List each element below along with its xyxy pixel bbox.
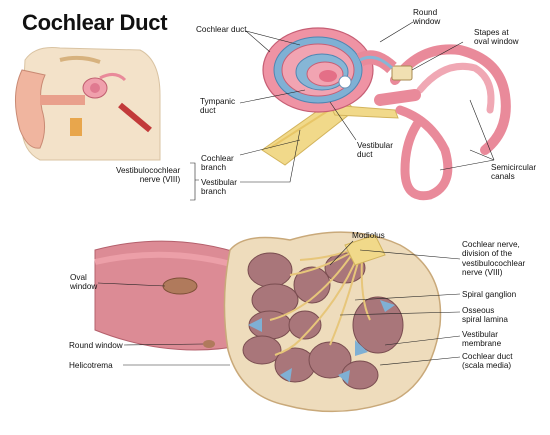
label-vestibulocochlear-nerve: Vestibulocochlear nerve (VIII) [116, 166, 181, 185]
label-tympanic-duct: Tympanic duct [200, 97, 236, 116]
nerve-fibers [269, 249, 371, 356]
oval-window-opening [162, 277, 198, 295]
stapes [391, 65, 413, 81]
label-osseous-spiral-lamina: Osseous spiral lamina [462, 306, 508, 325]
label-cochlear-branch: Cochlear branch [201, 154, 234, 173]
eustachian-tube [118, 102, 152, 133]
label-helicotrema: Helicotrema [69, 361, 113, 370]
label-modiolus: Modiolus [352, 231, 385, 240]
label-cochlear-duct-bottom: Cochlear duct (scala media) [462, 352, 513, 371]
ear-canal [40, 95, 85, 105]
semicircular-canal-2 [395, 105, 453, 201]
inset-bone [70, 118, 82, 136]
round-window-opening [203, 340, 215, 348]
label-stapes: Stapes at oval window [474, 28, 519, 47]
ear-inset [15, 47, 161, 161]
label-round-window-bottom: Round window [69, 341, 123, 350]
cochlea-cross-section [94, 231, 442, 413]
outer-ear-pinna [15, 69, 46, 149]
semicircular-canal-1 [390, 44, 511, 155]
modiolus-nerve [344, 234, 386, 266]
label-vestibular-duct: Vestibular duct [357, 141, 393, 160]
label-vestibular-branch: Vestibular branch [201, 178, 237, 197]
label-spiral-ganglion: Spiral ganglion [462, 290, 517, 299]
label-semicircular-canals: Semicircular canals [491, 163, 537, 182]
label-round-window-top: Round window [413, 8, 441, 27]
inner-ear-top [261, 27, 511, 201]
leader-lines [97, 21, 495, 366]
label-cochlear-nerve-division: Cochlear nerve, division of the vestibul… [462, 240, 526, 278]
round-window-top [338, 75, 352, 89]
diagram-title: Cochlear Duct [22, 10, 168, 35]
label-cochlear-duct-top: Cochlear duct [196, 25, 247, 34]
label-oval-window: Oval window [70, 273, 98, 292]
label-vestibular-membrane: Vestibular membrane [462, 330, 502, 349]
